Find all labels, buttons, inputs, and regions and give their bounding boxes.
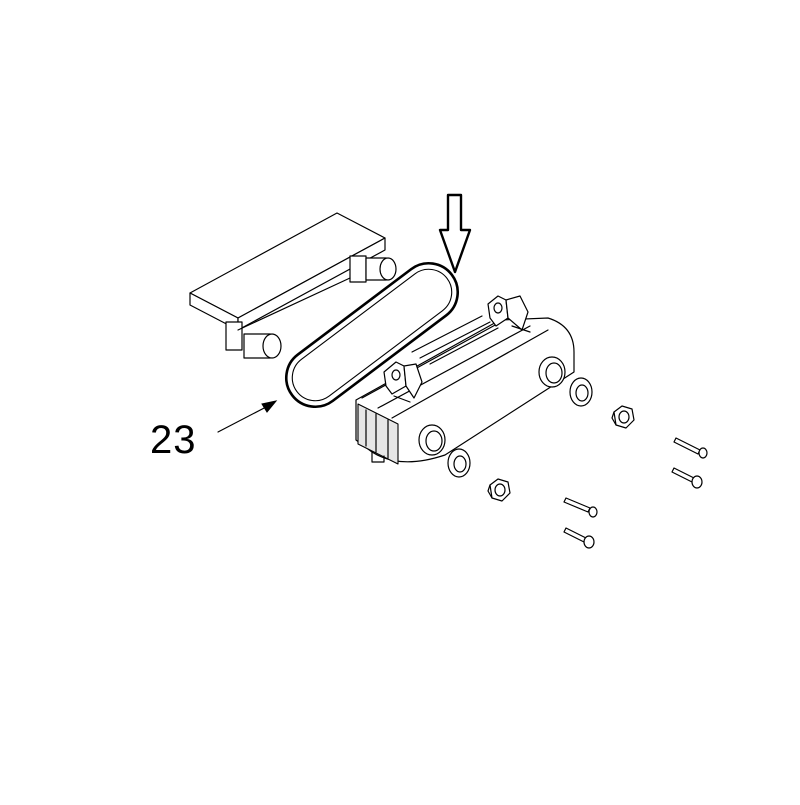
hex-nut-front — [487, 478, 511, 502]
part-number-label: 23 — [150, 418, 197, 462]
coolant-port-rear — [538, 356, 566, 388]
bolt-3 — [563, 497, 598, 518]
cover-plate — [189, 212, 397, 359]
bolt-4 — [563, 527, 595, 549]
mounting-bracket-front — [383, 361, 423, 403]
sealing-washer-rear — [569, 377, 593, 407]
plate-boss-left — [225, 321, 282, 359]
callout-leader-arrow — [217, 400, 278, 433]
heat-exchanger-housing — [355, 315, 575, 465]
down-arrow-icon — [438, 193, 472, 274]
plate-boss-right — [349, 255, 397, 283]
mounting-bracket-rear — [487, 295, 531, 333]
gasket-ring — [284, 261, 460, 409]
coolant-port-front — [418, 424, 446, 456]
bolt-2 — [671, 467, 703, 489]
bolt-1 — [673, 437, 708, 459]
hex-nut-rear — [611, 405, 635, 429]
sealing-washer-front — [447, 448, 471, 478]
